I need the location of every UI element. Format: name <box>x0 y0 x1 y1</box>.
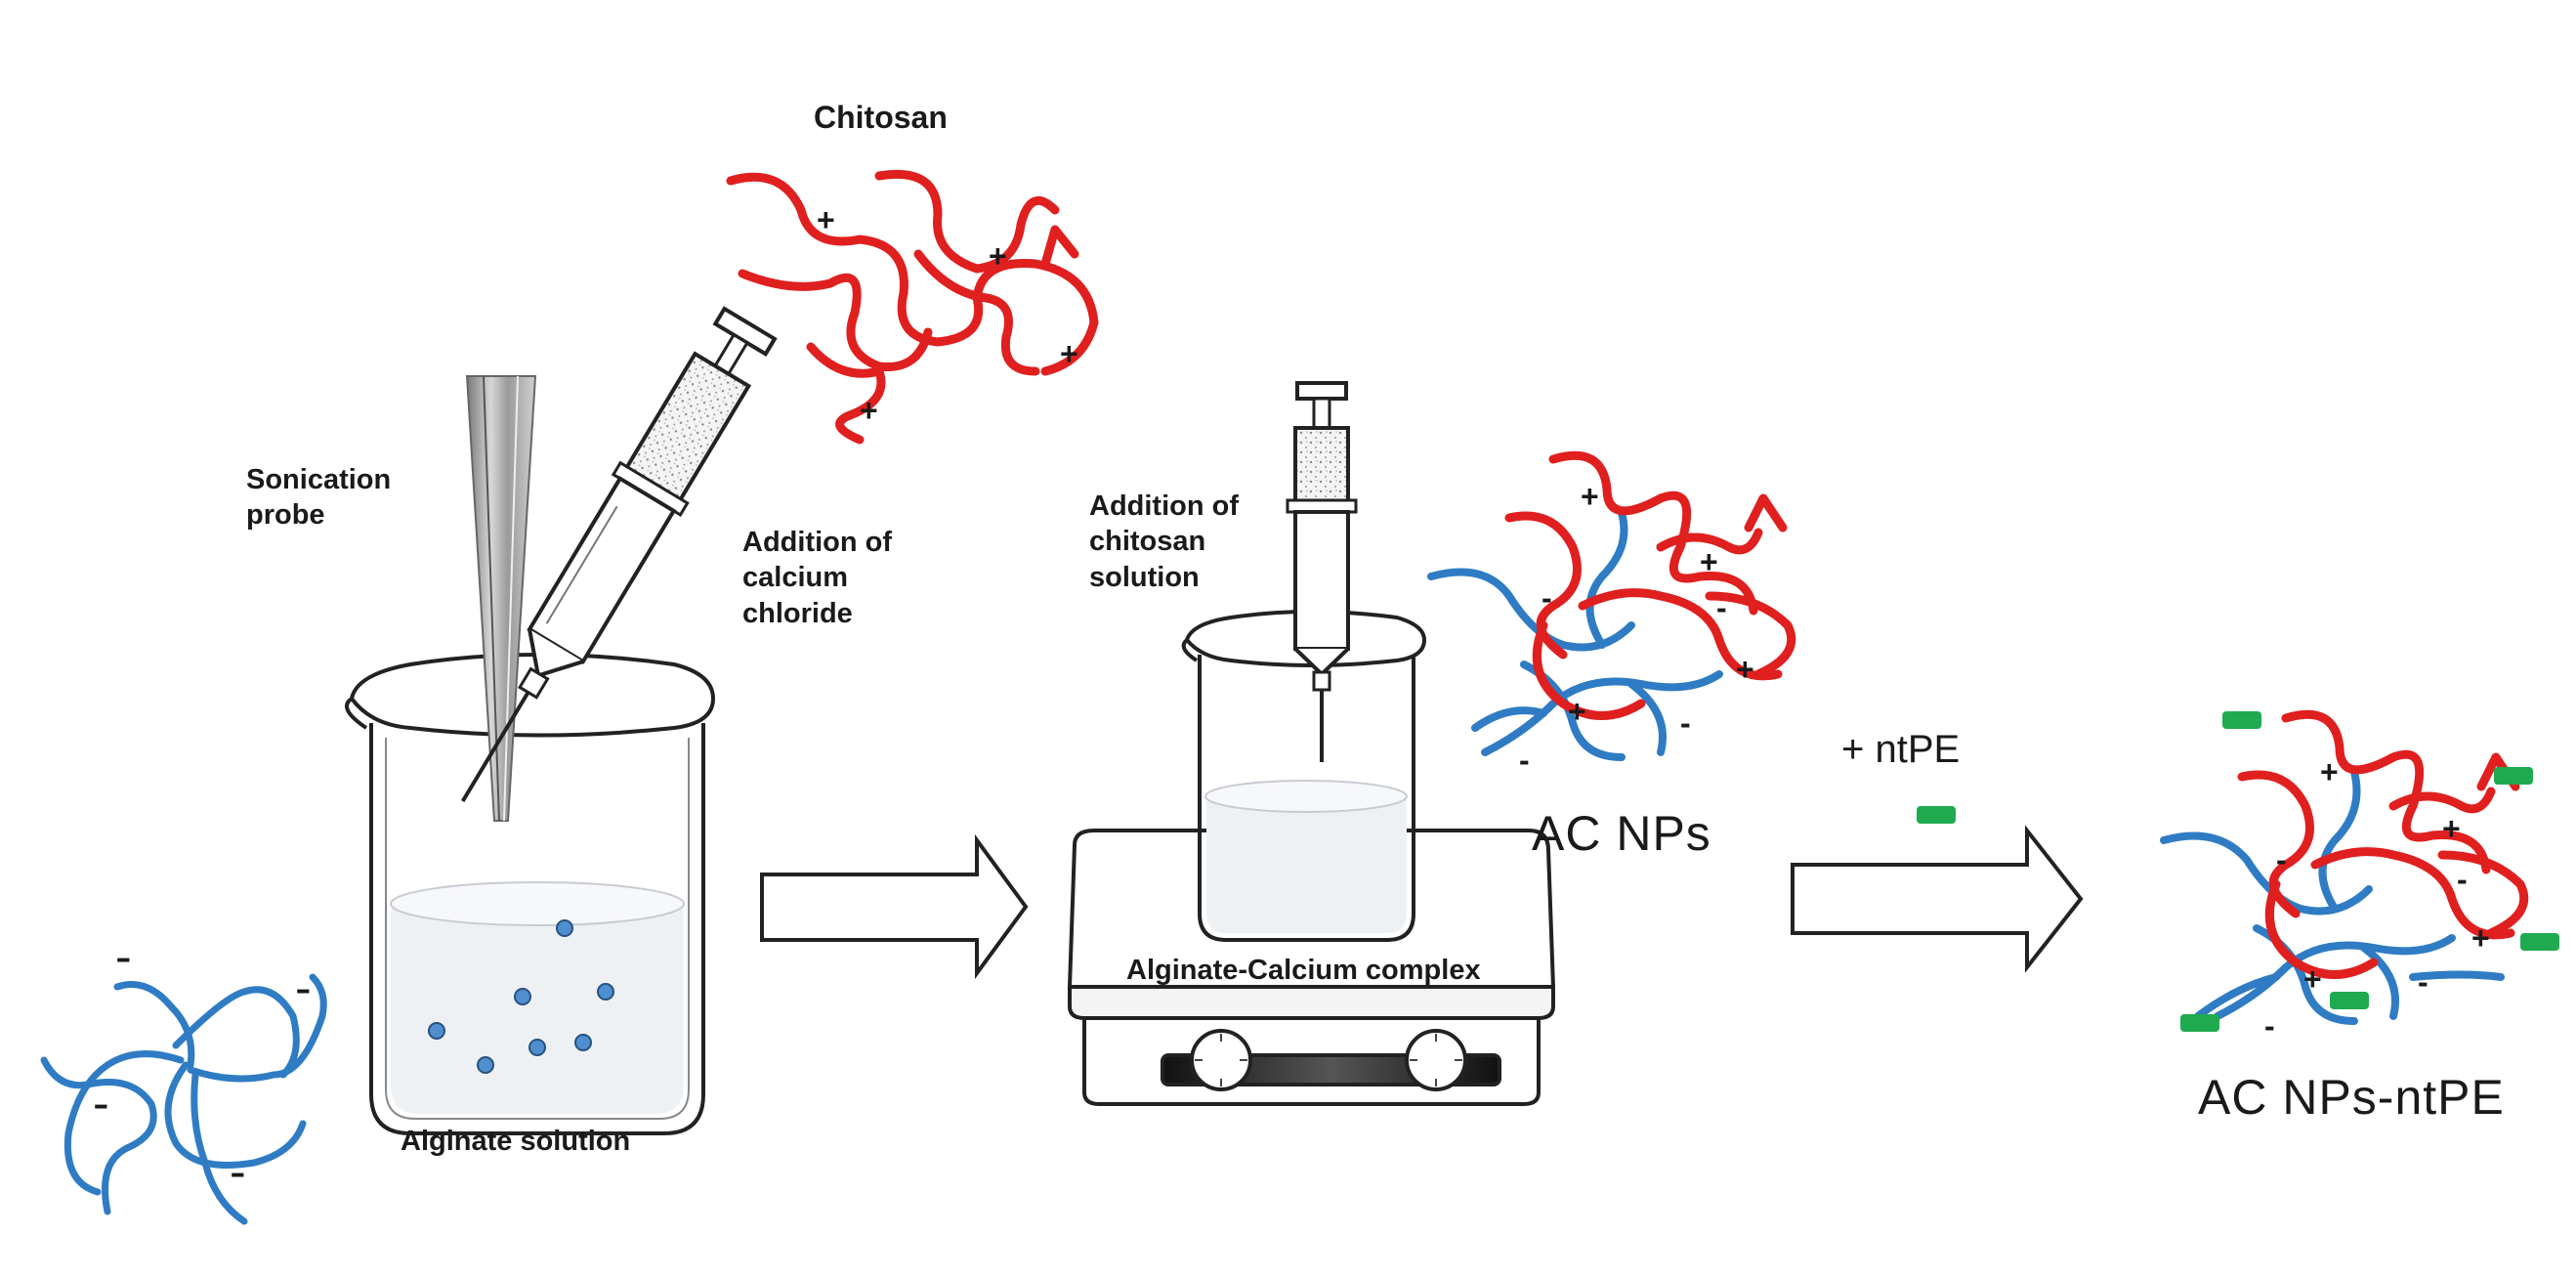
alginate-chain <box>40 973 327 1225</box>
negative-charge: - <box>1680 705 1691 741</box>
ntpe-marker <box>2222 711 2261 729</box>
ac-nps-cluster <box>1427 450 1796 761</box>
ac-nps-label: AC NPs <box>1532 806 1711 861</box>
positive-charge: + <box>860 393 878 428</box>
plus-ntpe-label: + ntPE <box>1841 728 1961 771</box>
negative-charge: - <box>2264 1008 2275 1044</box>
sonication-probe <box>465 375 537 822</box>
alginate-bead <box>556 919 573 937</box>
alginate-bead <box>428 1022 445 1040</box>
negative-charge: - <box>115 929 133 984</box>
negative-charge: - <box>230 1144 247 1199</box>
ntpe-legend-marker <box>1917 806 1956 824</box>
sonication-probe-label: Sonication probe <box>246 464 392 532</box>
chitosan-chain <box>726 169 1099 445</box>
positive-charge: + <box>1568 694 1586 729</box>
ac-nps-ntpe-label: AC NPs-ntPE <box>2198 1070 2505 1125</box>
negative-charge: - <box>1716 590 1727 625</box>
ntpe-marker <box>2520 933 2559 951</box>
chitosan-label: Chitosan <box>814 100 948 135</box>
positive-charge: + <box>2442 811 2461 846</box>
negative-charge: - <box>295 960 313 1015</box>
addition-chitosan-solution-label: Addition of chitosan solution <box>1089 490 1240 593</box>
positive-charge: + <box>1060 336 1078 371</box>
positive-charge: + <box>1736 652 1754 687</box>
positive-charge: + <box>2303 961 2322 997</box>
negative-charge: - <box>1519 743 1530 778</box>
beaker-2 <box>1181 610 1427 942</box>
alginate-bead <box>528 1039 546 1056</box>
alginate-solution-label: Alginate solution <box>401 1126 631 1157</box>
alginate-bead <box>597 983 614 1001</box>
ac-nps-ntpe-cluster <box>2160 709 2559 1032</box>
ntpe-marker <box>2180 1014 2219 1032</box>
positive-charge: + <box>1700 544 1718 579</box>
process-arrow-1 <box>760 833 1029 980</box>
syringe-chitosan-solution <box>1286 381 1358 762</box>
alginate-bead <box>514 988 531 1005</box>
alginate-calcium-complex-label: Alginate-Calcium complex <box>1126 955 1481 986</box>
beaker-1 <box>345 653 716 1135</box>
positive-charge: + <box>1581 479 1599 514</box>
addition-calcium-chloride-label: Addition of calcium chloride <box>742 527 893 629</box>
syringe-calcium-chloride <box>460 306 778 803</box>
alginate-bead <box>574 1034 592 1051</box>
ntpe-marker <box>2330 992 2369 1009</box>
positive-charge: + <box>817 202 835 237</box>
negative-charge: - <box>1541 580 1552 616</box>
positive-charge: + <box>989 238 1007 274</box>
positive-charge: + <box>2320 754 2339 789</box>
alginate-bead <box>477 1056 494 1074</box>
positive-charge: + <box>2471 920 2490 956</box>
negative-charge: - <box>93 1076 110 1130</box>
negative-charge: - <box>2418 964 2428 1000</box>
alginate-beads <box>428 919 614 1074</box>
process-arrow-2 <box>1791 825 2084 973</box>
negative-charge: - <box>2457 862 2468 897</box>
ntpe-marker <box>2494 767 2533 785</box>
negative-charge: - <box>2276 842 2287 877</box>
